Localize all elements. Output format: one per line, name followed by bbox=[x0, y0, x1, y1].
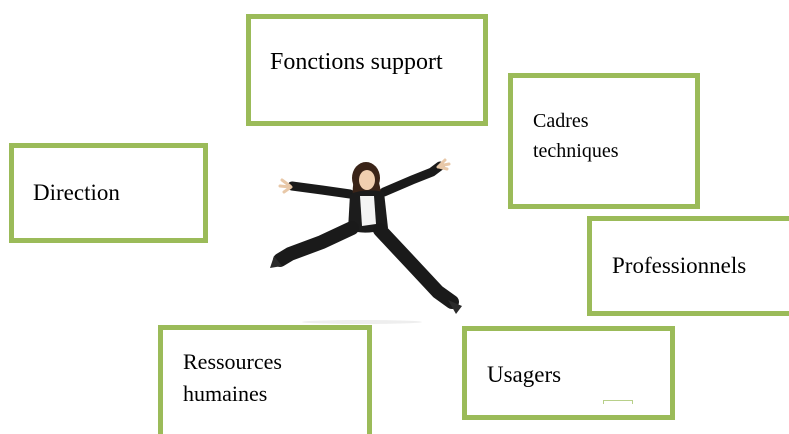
box-label: Ressources humaines bbox=[183, 349, 282, 406]
blouse bbox=[360, 196, 376, 226]
box-usagers: Usagers bbox=[462, 326, 675, 420]
shoe-right bbox=[448, 300, 462, 314]
arm-left bbox=[287, 181, 355, 199]
decorative-mark bbox=[603, 400, 633, 404]
shoe-left bbox=[270, 256, 282, 268]
box-label: Cadres techniques bbox=[533, 110, 619, 162]
arm-right bbox=[379, 161, 445, 197]
leg-left bbox=[273, 221, 359, 267]
box-label: Professionnels bbox=[612, 253, 747, 278]
hand-right bbox=[436, 158, 451, 171]
box-cadres-techniques: Cadres techniques bbox=[508, 73, 700, 209]
hand-left bbox=[278, 178, 293, 194]
box-direction: Direction bbox=[9, 143, 208, 243]
leg-right bbox=[373, 223, 459, 309]
box-label: Usagers bbox=[487, 362, 562, 387]
jumping-businesswoman-photo bbox=[270, 158, 462, 324]
box-label: Fonctions support bbox=[270, 49, 443, 75]
box-professionnels: Professionnels bbox=[587, 216, 789, 316]
box-label: Direction bbox=[33, 180, 120, 205]
face bbox=[359, 170, 375, 190]
box-fonctions-support: Fonctions support bbox=[246, 14, 488, 126]
box-ressources-humaines: Ressources humaines bbox=[158, 325, 372, 434]
